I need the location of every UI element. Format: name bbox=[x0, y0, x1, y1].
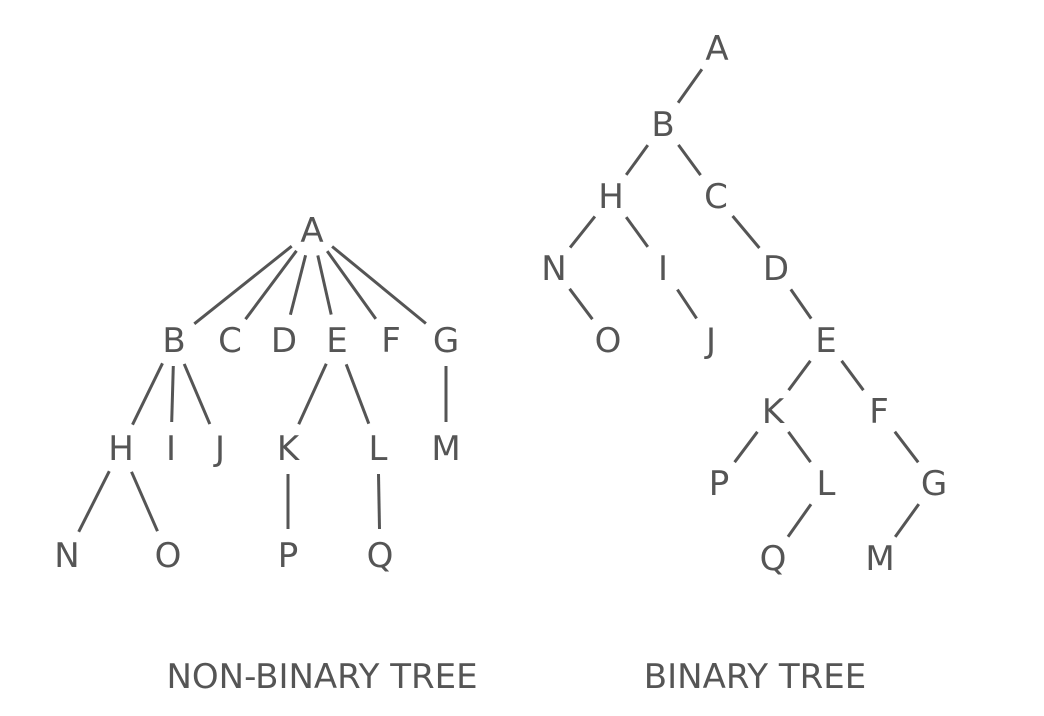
binary-edge-g-m bbox=[893, 503, 921, 538]
binary-edge-h-i bbox=[624, 216, 650, 248]
non-binary-edge-b-i bbox=[170, 365, 175, 423]
binary-node-o: O bbox=[595, 321, 622, 361]
binary-edge-f-g bbox=[893, 430, 920, 464]
binary-node-d: D bbox=[763, 249, 789, 289]
non-binary-edge-b-j bbox=[182, 363, 212, 425]
binary-node-g: G bbox=[921, 464, 947, 504]
non-binary-node-l: L bbox=[369, 429, 388, 469]
binary-edge-e-k bbox=[787, 359, 812, 392]
non-binary-node-e: E bbox=[326, 321, 347, 361]
binary-node-j: J bbox=[704, 321, 716, 361]
binary-edge-k-l bbox=[787, 431, 812, 463]
non-binary-edge-a-c bbox=[244, 249, 298, 321]
binary-node-k: K bbox=[762, 392, 786, 432]
binary-node-a: A bbox=[705, 29, 728, 69]
non-binary-node-k: K bbox=[277, 429, 301, 469]
binary-edge-b-c bbox=[677, 144, 702, 176]
binary-node-h: H bbox=[598, 177, 624, 217]
non-binary-edge-e-l bbox=[344, 363, 371, 425]
binary-node-q: Q bbox=[760, 539, 787, 579]
binary-node-e: E bbox=[815, 321, 836, 361]
non-binary-edge-b-h bbox=[131, 362, 164, 426]
binary-node-m: M bbox=[865, 539, 894, 579]
non-binary-edge-a-e bbox=[316, 255, 333, 315]
non-binary-tree-caption: NON-BINARY TREE bbox=[166, 657, 477, 697]
binary-edge-n-o bbox=[568, 287, 594, 321]
non-binary-node-b: B bbox=[162, 321, 185, 361]
non-binary-node-f: F bbox=[381, 321, 401, 361]
non-binary-edge-a-g bbox=[331, 245, 427, 325]
non-binary-node-o: O bbox=[155, 536, 182, 576]
binary-node-i: I bbox=[658, 249, 668, 289]
binary-edge-e-f bbox=[840, 359, 865, 392]
non-binary-edge-a-d bbox=[288, 254, 308, 316]
binary-node-p: P bbox=[709, 464, 730, 504]
non-binary-node-m: M bbox=[431, 429, 460, 469]
non-binary-node-n: N bbox=[54, 536, 79, 576]
non-binary-edge-l-q bbox=[377, 473, 381, 530]
binary-edge-l-q bbox=[786, 503, 813, 538]
non-binary-node-i: I bbox=[166, 429, 176, 469]
non-binary-edge-a-b bbox=[193, 245, 293, 325]
non-binary-edge-a-f bbox=[325, 250, 378, 320]
non-binary-node-c: C bbox=[218, 321, 242, 361]
non-binary-node-d: D bbox=[271, 321, 297, 361]
binary-edge-b-h bbox=[624, 144, 650, 176]
non-binary-node-a: A bbox=[300, 211, 323, 251]
non-binary-node-g: G bbox=[433, 321, 459, 361]
edges-layer bbox=[77, 68, 921, 538]
binary-node-n: N bbox=[541, 249, 566, 289]
binary-edge-h-n bbox=[568, 215, 597, 249]
non-binary-edge-h-n bbox=[77, 470, 111, 533]
non-binary-node-p: P bbox=[278, 536, 299, 576]
non-binary-node-j: J bbox=[213, 429, 225, 469]
non-binary-edge-h-o bbox=[130, 471, 159, 532]
non-binary-node-h: H bbox=[108, 429, 134, 469]
binary-node-c: C bbox=[704, 177, 728, 217]
binary-edge-i-j bbox=[676, 288, 698, 320]
binary-tree-caption: BINARY TREE bbox=[644, 657, 866, 697]
binary-edge-k-p bbox=[733, 430, 759, 464]
binary-edge-c-d bbox=[731, 215, 761, 249]
binary-edge-d-e bbox=[789, 288, 813, 320]
non-binary-node-q: Q bbox=[367, 536, 394, 576]
binary-node-l: L bbox=[817, 464, 836, 504]
binary-edge-a-b bbox=[676, 68, 704, 104]
binary-node-b: B bbox=[651, 105, 674, 145]
non-binary-edge-e-k bbox=[297, 363, 328, 425]
binary-node-f: F bbox=[869, 392, 889, 432]
